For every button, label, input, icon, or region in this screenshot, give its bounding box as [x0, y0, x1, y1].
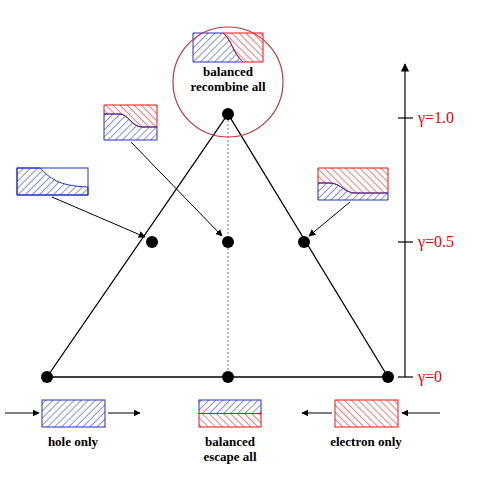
node-label: electron only [316, 434, 416, 449]
profile-icon [309, 168, 388, 236]
axis-label: γ=1.0 [418, 109, 454, 127]
state-box: electron only [316, 398, 416, 458]
state-circle: balanced recombine all [172, 26, 284, 138]
profile-icon [104, 105, 222, 236]
state-box: balanced escape all [180, 398, 280, 468]
node-label: balanced escape all [190, 434, 270, 464]
profile-icon [5, 400, 140, 427]
profile-icon [302, 400, 440, 427]
node-label: hole only [23, 434, 123, 449]
axis-label: γ=0.5 [418, 233, 454, 251]
profile-icon [193, 33, 263, 62]
profile-icon [199, 400, 261, 427]
state-box: hole only [20, 398, 126, 458]
triangle [41, 108, 394, 383]
gamma-axis [398, 64, 413, 377]
node-label: balanced recombine all [190, 64, 266, 94]
axis-label: γ=0 [418, 368, 442, 386]
profile-icon [17, 168, 145, 237]
